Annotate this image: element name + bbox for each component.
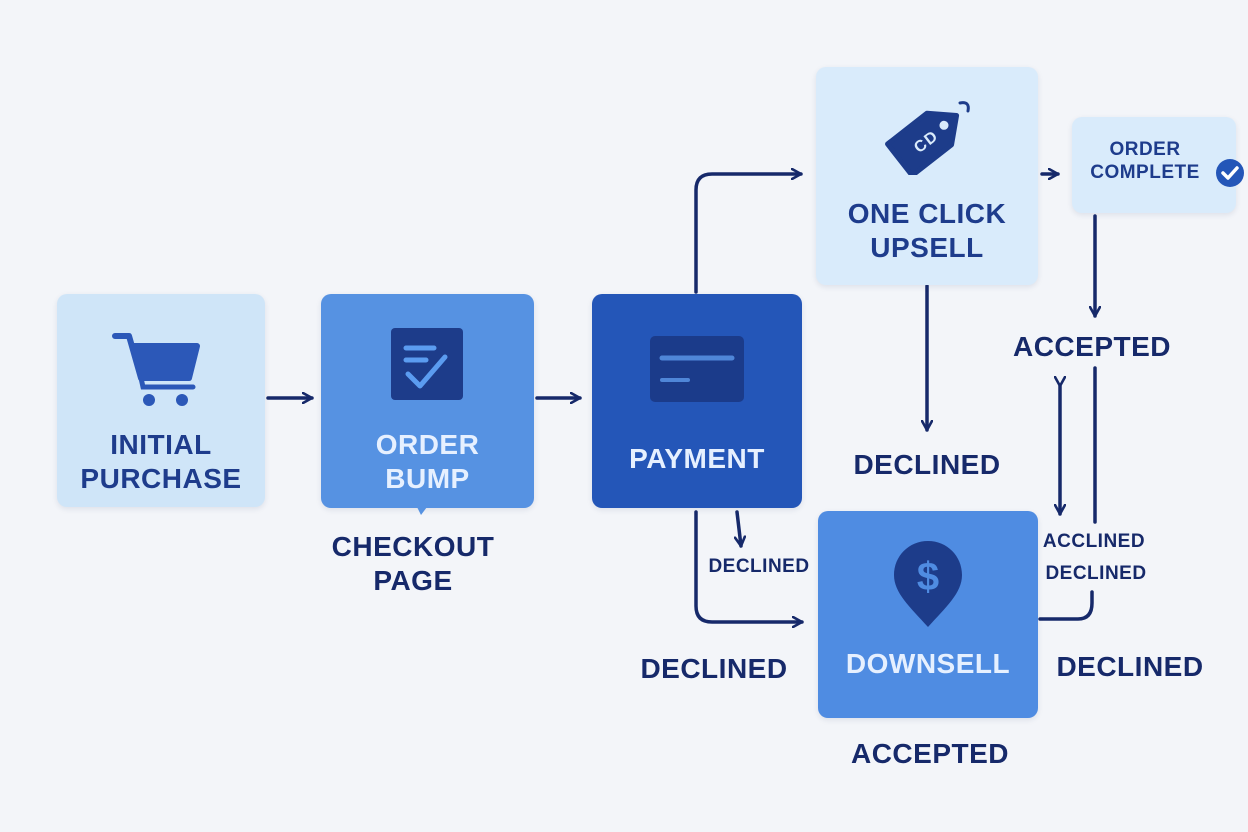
node-order-complete: ORDER COMPLETE [1072,117,1236,213]
node-initial-purchase: INITIAL PURCHASE [57,294,265,507]
declined-side-label: DECLINED [1045,563,1147,584]
node-downsell: $ DOWNSELL [818,511,1038,718]
declined-right-label: DECLINED [1056,651,1204,682]
arrow-payment-to-downsell [694,510,804,622]
acclined-label: ACCLINED [1042,531,1146,552]
arrow-payment-to-upsell [694,174,803,294]
speech-tail-icon [417,507,427,515]
accepted-top-label: ACCEPTED [1012,331,1171,362]
checklist-icon [391,328,463,400]
initial-purchase-line2: PURCHASE [80,462,242,494]
checkout-page-line2: PAGE [373,564,453,596]
arrow-payment-small-declined [737,510,741,548]
node-payment: PAYMENT [592,294,802,508]
node-order-bump: ORDER BUMP [321,294,534,508]
order-bump-line1: ORDER [375,429,480,460]
upsell-line1: ONE CLICK [847,198,1007,229]
initial-purchase-line1: INITIAL [110,429,212,460]
checkmark-circle-icon [1216,159,1244,187]
declined-left-label: DECLINED [640,653,788,684]
order-complete-line2: COMPLETE [1090,161,1200,183]
line-downsell-to-right [1038,590,1094,621]
credit-card-icon [650,336,744,402]
node-one-click-upsell: C D ONE CLICK UPSELL [816,67,1038,285]
svg-text:$: $ [917,555,939,599]
order-bump-line2: BUMP [385,462,470,494]
checkout-page-line1: CHECKOUT [331,531,495,562]
dollar-pin-icon: $ [894,541,962,627]
shopping-cart-icon [112,333,200,406]
upsell-line2: UPSELL [870,231,984,263]
declined-small-label: DECLINED [708,556,810,577]
order-complete-line1: ORDER [1109,139,1181,160]
price-tag-icon: C D [885,101,970,175]
payment-label: PAYMENT [629,443,765,474]
declined-upsell-label: DECLINED [853,449,1001,480]
downsell-label: DOWNSELL [845,648,1011,679]
checkout-page-label: CHECKOUT PAGE [306,530,520,597]
accepted-bottom-label: ACCEPTED [850,738,1009,769]
